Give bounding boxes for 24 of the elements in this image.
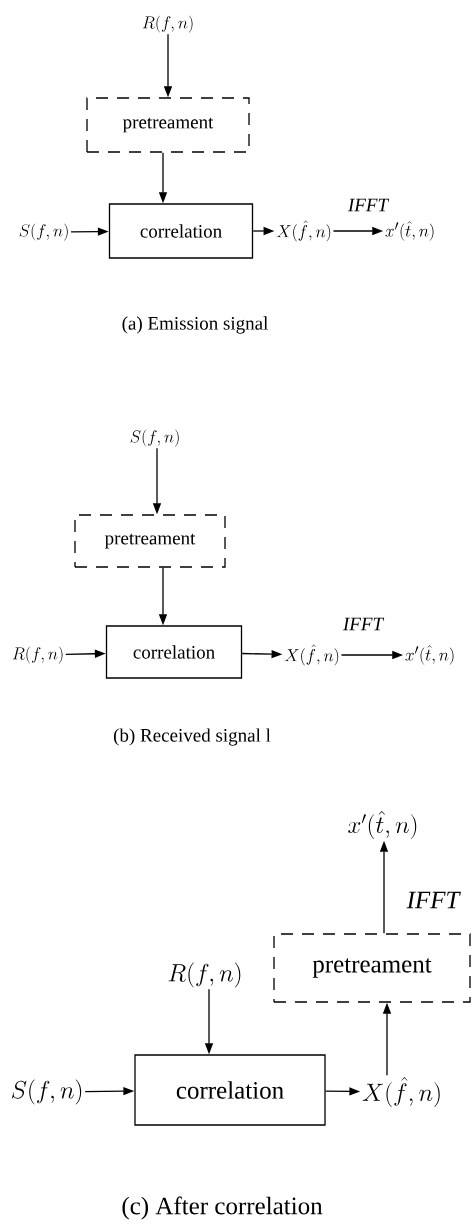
signal-formula: $x'(\hat{t},n)$ [385, 221, 434, 241]
signal-formula: $x'(\hat{t},n)$ [348, 811, 417, 840]
signal-formula: $x'(\hat{t},n)$ [405, 645, 454, 665]
signal-formula: $S(f,n)$ [130, 429, 179, 447]
signal-formula: $R(f,n)$ [168, 962, 241, 988]
signal-formula: $R(f,n)$ [142, 15, 193, 33]
panel-caption: (c) After correlation [122, 1196, 323, 1220]
pretreatment-box: pretreament [273, 933, 471, 1003]
edge-label: IFFT [346, 197, 390, 213]
pretreatment-box: pretreament [74, 514, 226, 568]
process-box: correlation [108, 203, 254, 259]
signal-formula: $X(\hat{f},n)$ [362, 1077, 440, 1108]
signal-formula: $X(\hat{f},n)$ [284, 644, 339, 666]
process-box: correlation [105, 625, 243, 679]
signal-formula: $R(f,n)$ [12, 646, 63, 664]
edge-label: IFFT [341, 616, 385, 632]
edge-label: IFFT [405, 890, 461, 910]
pretreatment-box: pretreament [86, 97, 250, 153]
process-box: correlation [134, 1054, 326, 1126]
panel-caption: (b) Received signal l [113, 728, 271, 746]
panel-caption: (a) Emission signal [122, 316, 268, 334]
signal-formula: $X(\hat{f},n)$ [276, 220, 331, 242]
signal-formula: $S(f,n)$ [19, 223, 68, 241]
signal-formula: $S(f,n)$ [11, 1079, 82, 1105]
